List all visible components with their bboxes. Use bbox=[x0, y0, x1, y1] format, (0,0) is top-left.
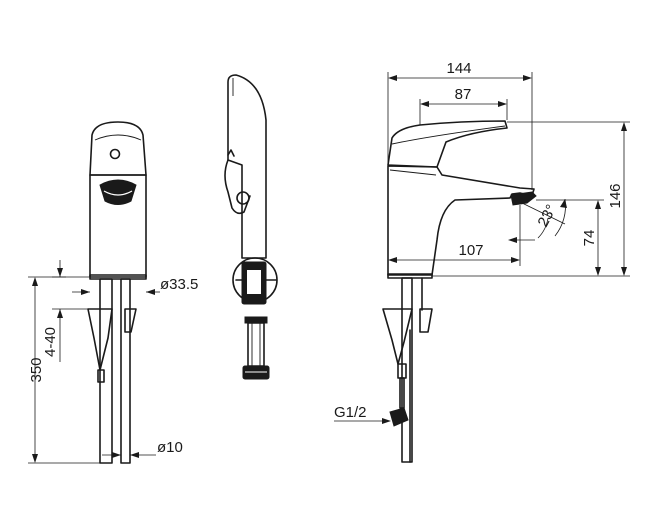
front-body bbox=[89, 174, 147, 278]
front-indicator-dot bbox=[109, 148, 121, 160]
front-aerator bbox=[99, 179, 137, 205]
dim-107: 107 bbox=[458, 242, 483, 259]
side-dimensions: 144 87 146 74 107 23° bbox=[334, 60, 630, 424]
dim-146: 146 bbox=[607, 183, 624, 208]
dim-87: 87 bbox=[455, 86, 472, 103]
front-shank bbox=[99, 278, 113, 464]
dim-4-40: 4-40 bbox=[42, 327, 59, 357]
front-fixing-bracket bbox=[87, 308, 113, 371]
front-view bbox=[87, 121, 147, 464]
front-hose bbox=[120, 278, 131, 464]
dim-350: 350 bbox=[28, 357, 45, 382]
dim-angle-23: 23° bbox=[535, 202, 561, 230]
side-view bbox=[382, 120, 537, 463]
dim-g1-2: G1/2 bbox=[334, 404, 367, 421]
front-lever-head bbox=[89, 121, 147, 176]
side-fixing-bracket bbox=[382, 308, 413, 365]
dim-144: 144 bbox=[446, 60, 471, 77]
rear-body bbox=[227, 74, 267, 259]
side-shank bbox=[401, 277, 413, 463]
side-g12-connector bbox=[389, 407, 409, 427]
side-lever bbox=[387, 120, 508, 168]
front-dimensions: 350 4-40 ø33.5 ø10 bbox=[28, 260, 198, 464]
dim-diameter-10: ø10 bbox=[157, 439, 183, 456]
side-spout-aerator bbox=[510, 191, 537, 206]
dim-74: 74 bbox=[581, 230, 598, 247]
side-body bbox=[387, 165, 535, 276]
dim-diameter-33-5: ø33.5 bbox=[160, 276, 198, 293]
rear-view bbox=[224, 74, 278, 380]
